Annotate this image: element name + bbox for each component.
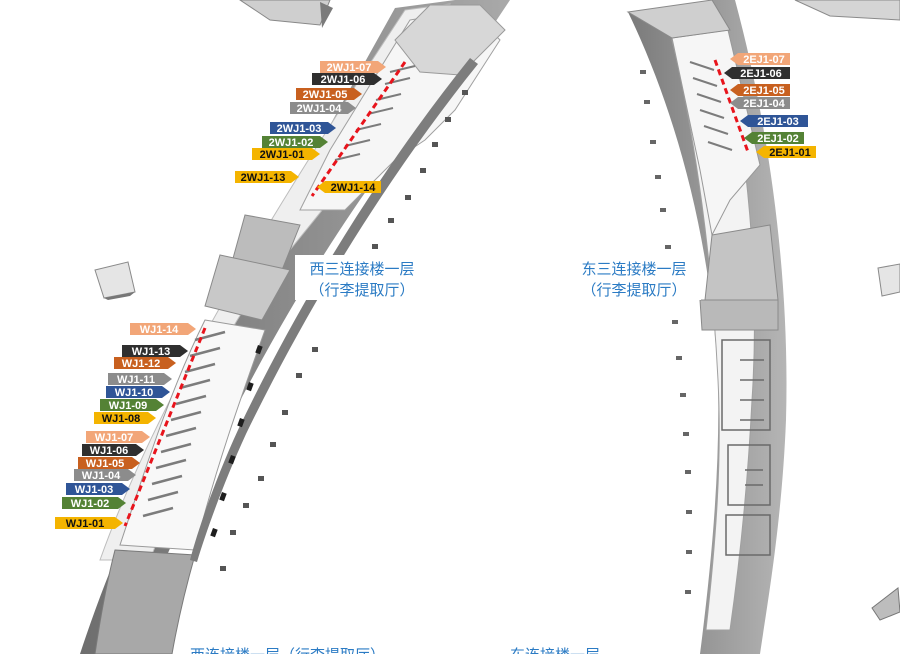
gate-tag-shape xyxy=(78,457,140,469)
gate-tag-label: 2WJ1-05 xyxy=(303,89,348,101)
east-upper-hall-label: 东三连接楼一层 （行李提取厅） xyxy=(568,255,701,300)
gate-tag-shape xyxy=(114,357,176,369)
left-small-building xyxy=(94,261,136,300)
gate-tag-label: WJ1-01 xyxy=(66,518,105,530)
gate-tag-label: 2EJ1-05 xyxy=(743,85,785,97)
gate-tag-shape xyxy=(730,84,790,96)
west-upper-hall-title: 西三连接楼一层 xyxy=(309,260,414,278)
east-mid-block xyxy=(704,224,779,301)
gate-tag-label: WJ1-06 xyxy=(90,445,129,457)
east-upper-hall-subtitle: （行李提取厅） xyxy=(581,281,686,299)
gate-tag-label: 2EJ1-02 xyxy=(757,133,799,145)
east-lower-details xyxy=(721,339,771,556)
gate-tag-shape xyxy=(740,115,808,127)
gate-tag-shape xyxy=(290,102,356,114)
west-lower-dash-line xyxy=(123,327,207,527)
gate-tag-label: 2WJ1-07 xyxy=(327,62,372,74)
gate-tag-shape xyxy=(122,345,188,357)
gate-tag-label: WJ1-14 xyxy=(140,324,179,336)
west-pillars xyxy=(210,345,263,538)
gate-tag-shape xyxy=(108,373,172,385)
gate-tag-label: 2WJ1-01 xyxy=(260,149,305,161)
gate-tag-shape xyxy=(270,122,336,134)
west-lower-gate-tags: WJ1-14WJ1-13WJ1-12WJ1-11WJ1-10WJ1-09WJ1-… xyxy=(55,323,196,530)
gate-tag-shape xyxy=(730,53,790,65)
east-top-roof xyxy=(626,0,731,39)
east-mid-block-2 xyxy=(699,299,779,331)
west-mid-block-2 xyxy=(204,254,291,321)
east-upper-hall-title: 东三连接楼一层 xyxy=(581,260,686,278)
gate-tag-label: WJ1-11 xyxy=(117,374,155,386)
gate-tag-label: WJ1-08 xyxy=(102,413,141,425)
gate-tag-shape xyxy=(74,469,136,481)
gate-tag-label: WJ1-13 xyxy=(132,346,171,358)
gate-tag-label: 2EJ1-03 xyxy=(757,116,799,128)
gate-tag-label: 2EJ1-07 xyxy=(743,54,785,66)
gate-tag-shape xyxy=(724,67,790,79)
east-bottom-hall-label: 东连接楼一层 xyxy=(510,646,600,654)
gate-tag-label: WJ1-03 xyxy=(75,484,114,496)
west-upper-dash-line xyxy=(310,61,407,197)
west-lower-end xyxy=(94,549,196,654)
gate-tag-shape xyxy=(86,431,150,443)
gate-tag-label: WJ1-09 xyxy=(109,400,148,412)
west-upper-hall-label: 西三连接楼一层 （行李提取厅） xyxy=(295,255,425,300)
east-concourse xyxy=(626,0,787,654)
gate-tag-shape xyxy=(130,323,196,335)
right-bottom-building xyxy=(871,587,900,621)
gate-tag-label: WJ1-07 xyxy=(95,432,134,444)
gate-tag-label: 2WJ1-13 xyxy=(241,172,286,184)
west-top-roof xyxy=(394,4,506,76)
gate-tag-shape xyxy=(235,171,299,183)
gate-tag-label: 2EJ1-04 xyxy=(743,98,785,110)
west-upper-hall-subtitle: （行李提取厅） xyxy=(309,281,414,299)
gate-tag-label: 2EJ1-06 xyxy=(740,68,782,80)
gate-tag-shape xyxy=(730,97,790,109)
gate-tag-label: WJ1-02 xyxy=(71,498,110,510)
gate-tag-shape xyxy=(317,181,381,193)
gate-tag-shape xyxy=(106,386,170,398)
gate-tag-label: 2WJ1-02 xyxy=(269,137,314,149)
gate-tag-label: WJ1-10 xyxy=(115,387,154,399)
gate-tag-shape xyxy=(262,136,328,148)
west-concourse xyxy=(80,0,510,654)
east-upper-carousels xyxy=(689,61,733,151)
gate-tag-label: WJ1-05 xyxy=(86,458,125,470)
gate-tag-shape xyxy=(320,61,386,73)
gate-tag-label: 2EJ1-01 xyxy=(769,147,811,159)
gate-tag-shape xyxy=(100,399,164,411)
gate-tag-shape xyxy=(55,517,123,529)
west-outer-markers xyxy=(220,90,468,571)
east-outer-markers xyxy=(640,70,692,594)
gate-tag-shape xyxy=(94,412,156,424)
gate-tag-label: WJ1-04 xyxy=(82,470,121,482)
gate-tag-shape xyxy=(296,88,362,100)
gate-tag-shape xyxy=(744,132,804,144)
gate-tag-shape xyxy=(252,148,320,160)
gate-tag-shape xyxy=(82,444,144,456)
gate-tag-shape xyxy=(756,146,816,158)
top-left-building xyxy=(239,0,333,28)
gate-tag-shape xyxy=(312,73,382,85)
gate-tag-label: 2WJ1-06 xyxy=(321,74,366,86)
east-dash-line xyxy=(713,59,750,153)
right-small-building xyxy=(877,263,900,297)
gate-tag-label: WJ1-12 xyxy=(122,358,161,370)
west-lower-carousels xyxy=(142,330,226,518)
gate-tag-label: 2WJ1-03 xyxy=(277,123,322,135)
gate-tag-shape xyxy=(66,483,130,495)
top-right-building xyxy=(794,0,900,21)
gate-tag-label: 2WJ1-14 xyxy=(331,182,377,194)
west-bottom-hall-label: 西连接楼一层（行李提取厅） xyxy=(190,646,385,654)
gate-tag-shape xyxy=(62,497,126,509)
gate-tag-label: 2WJ1-04 xyxy=(297,103,343,115)
